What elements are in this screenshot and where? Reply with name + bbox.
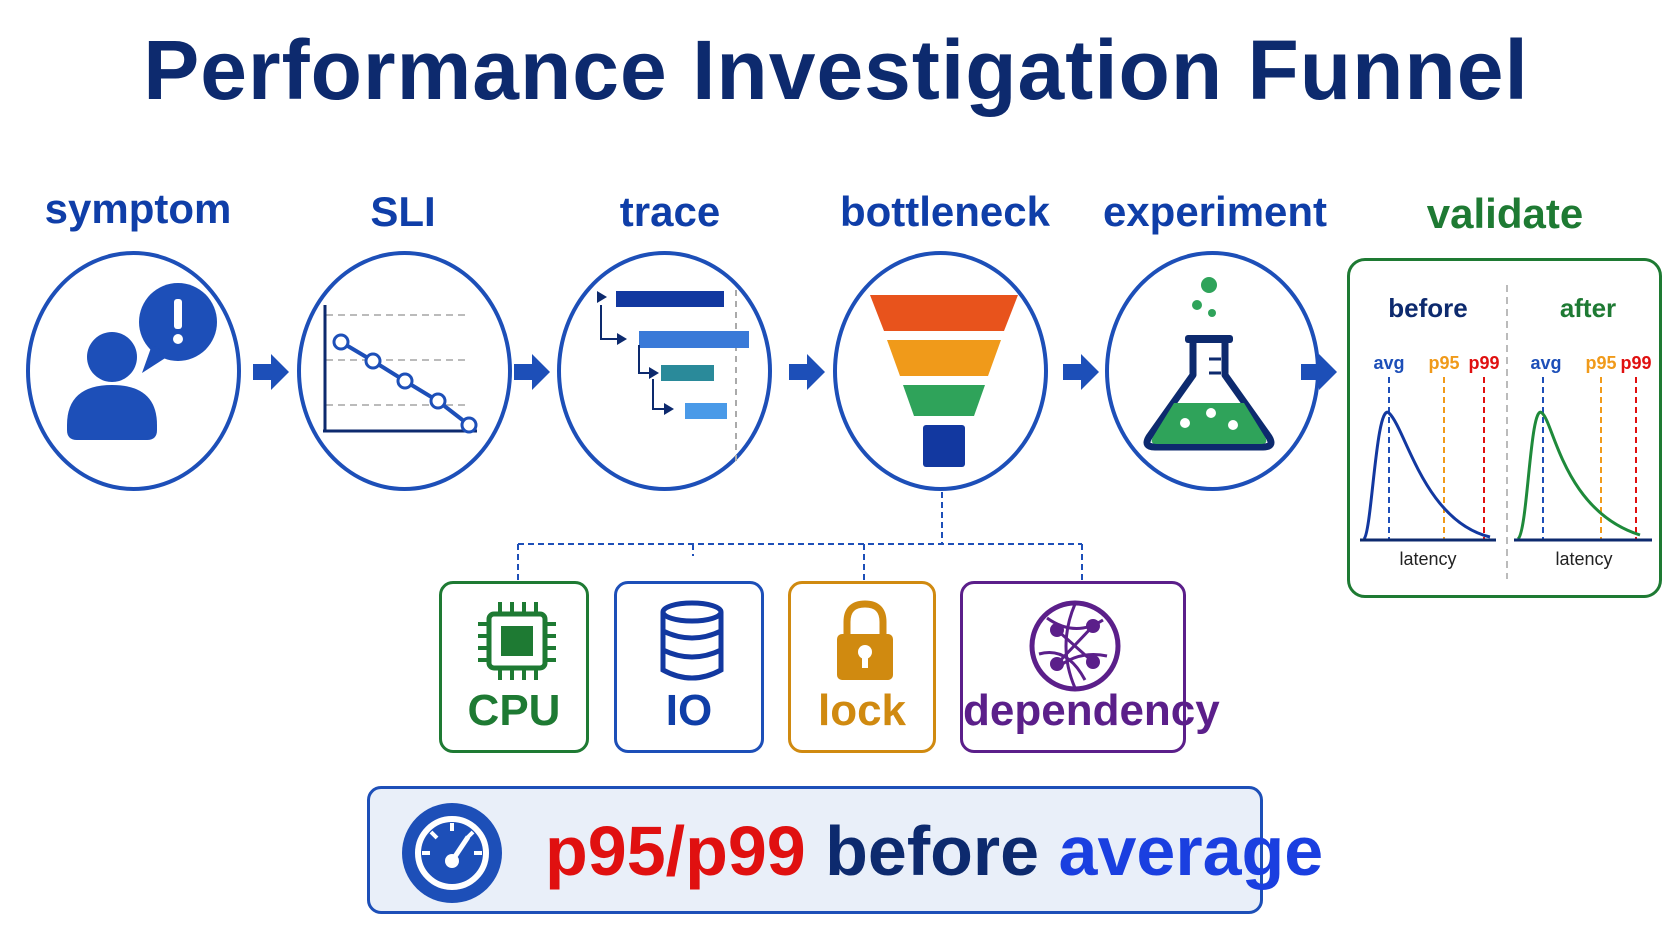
cpu-chip-icon	[478, 602, 556, 680]
cause-io: IO	[614, 581, 764, 753]
avg-marker-label: avg	[1530, 353, 1561, 373]
stage-label-bottleneck: bottleneck	[839, 188, 1051, 235]
flask-icon	[1143, 277, 1275, 451]
p95-marker-label: p95	[1585, 353, 1616, 373]
stage-trace-circle	[557, 251, 772, 491]
stage-label-experiment: experiment	[1102, 188, 1328, 235]
bottleneck-cause-connector	[517, 492, 1083, 580]
latency-axis-label: latency	[1555, 549, 1612, 569]
stage-sli-circle	[297, 251, 512, 491]
user-alert-icon	[67, 283, 217, 440]
stage-label-validate: validate	[1426, 190, 1584, 237]
latency-distribution-comparison: before after avg p95 p99 latency avg p95…	[1360, 285, 1652, 579]
p99-marker-label: p99	[1620, 353, 1651, 373]
stage-experiment-circle	[1105, 251, 1320, 491]
arrow-right-icon	[514, 354, 550, 390]
trace-waterfall-icon	[597, 290, 749, 465]
funnel-icon	[870, 295, 1018, 467]
cause-lock: lock	[788, 581, 936, 753]
stage-symptom-circle	[26, 251, 241, 491]
arrow-right-icon	[1063, 354, 1099, 390]
key-message-before: before	[825, 812, 1040, 890]
network-globe-icon	[1029, 600, 1121, 692]
stage-label-symptom: symptom	[44, 185, 232, 232]
cause-dependency: dependency	[960, 581, 1220, 753]
p95-marker-label: p95	[1428, 353, 1459, 373]
stage-label-sli: SLI	[370, 188, 436, 235]
avg-marker-label: avg	[1373, 353, 1404, 373]
key-message-average: average	[1058, 812, 1324, 890]
speedometer-icon	[402, 803, 502, 903]
declining-line-chart-icon	[323, 305, 478, 434]
key-message-p95-p99: p95/p99	[545, 812, 806, 890]
validate-panel: before after avg p95 p99 latency avg p95…	[1347, 258, 1662, 598]
padlock-icon	[837, 600, 893, 680]
p99-marker-label: p99	[1468, 353, 1499, 373]
cause-cpu: CPU	[439, 581, 589, 753]
key-message-banner: p95/p99 before average	[367, 786, 1323, 914]
stage-label-trace: trace	[619, 188, 721, 235]
latency-axis-label: latency	[1399, 549, 1456, 569]
cause-label-io: IO	[665, 686, 713, 735]
before-label: before	[1388, 293, 1467, 323]
stage-bottleneck-circle	[833, 251, 1048, 491]
key-message-text: p95/p99 before average	[545, 811, 1323, 891]
arrow-right-icon	[789, 354, 825, 390]
database-icon	[660, 600, 724, 681]
after-label: after	[1560, 293, 1616, 323]
cause-label-cpu: CPU	[467, 686, 561, 735]
cause-label-lock: lock	[817, 686, 907, 735]
page-title: Performance Investigation Funnel	[143, 23, 1529, 117]
cause-label-dependency: dependency	[963, 686, 1220, 735]
arrow-right-icon	[1301, 354, 1337, 390]
arrow-right-icon	[253, 354, 289, 390]
